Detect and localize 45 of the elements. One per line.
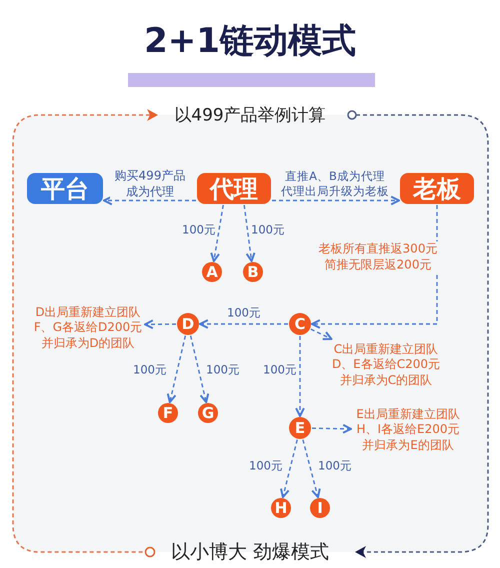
node-label: 老板 [413,174,461,204]
arrow [280,440,298,498]
edge-label: 100元 [251,222,285,238]
edge-label: 直推A、B成为代理代理出局升级为老板 [281,169,389,199]
edge-label: 100元 [182,222,216,238]
node-label: A [206,263,218,281]
arrow [210,204,224,262]
node-label: C [294,315,306,333]
arrow [166,336,186,404]
node-label: E [294,419,306,437]
node-label: G [202,404,214,422]
node-label: 代理 [210,174,258,204]
note-text: D出局重新建立团队F、G各返给D200元并归承为D的团队 [32,304,144,352]
node-label: H [274,499,288,517]
note-text: C出局重新建立团队D、E各返给C200元并归承为C的团队 [330,342,442,388]
edge-label: 100元 [227,306,261,320]
node-label: I [317,499,323,517]
process-box [197,173,271,204]
arrow [295,336,305,417]
process-box [400,173,474,204]
edge-label: 100元 [249,458,283,474]
arrow [311,205,438,329]
arrow [302,439,321,498]
edge-label: 100元 [263,362,297,378]
edge-label: 100元 [318,458,352,474]
node-label: F [162,404,174,422]
arrow [190,336,210,404]
edge-label: 100元 [133,362,167,378]
arrow [243,204,256,262]
note-text: E出局重新建立团队H、I各返给E200元并归承为E的团队 [355,406,461,454]
arrow [103,196,196,206]
subtitle: 以499产品举例计算 [173,104,327,126]
process-box [27,173,103,204]
edge-label: 老板所有直推返300元简推无限层返200元 [316,241,440,273]
arrow [199,319,288,329]
arrow [144,319,176,330]
arrow [312,424,352,434]
node-label: B [247,263,259,281]
slogan: 以小博大 劲爆模式 [170,540,330,565]
node-label: 平台 [41,174,89,204]
node-label: D [182,315,194,333]
edge-label: 100元 [206,362,240,378]
arrow [310,328,332,340]
title: 2+1链动模式 [143,20,357,63]
arrow [272,196,400,206]
